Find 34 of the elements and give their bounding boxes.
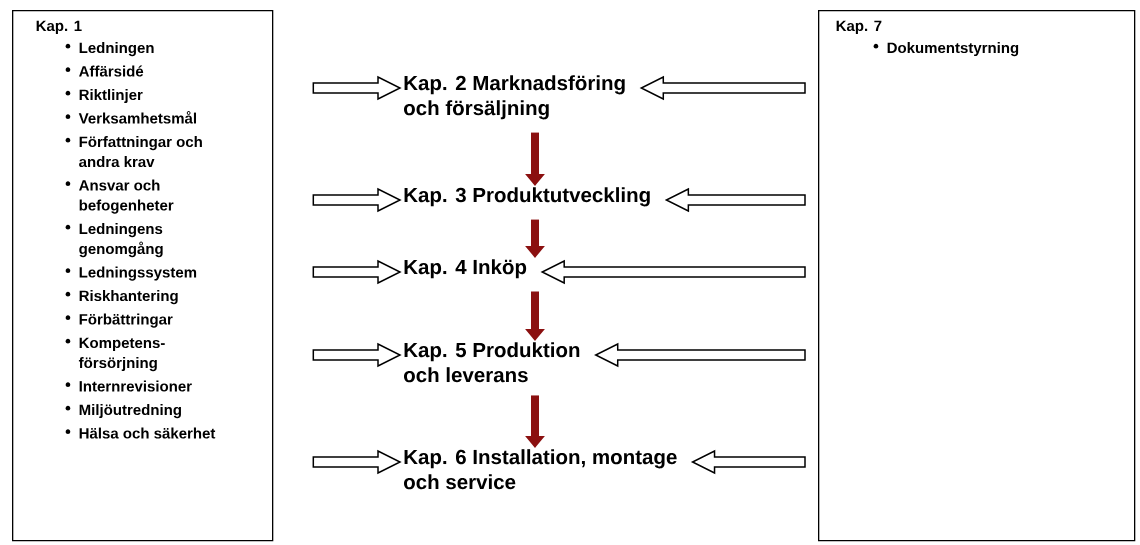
block-arrow xyxy=(540,259,806,285)
bullet-item: Författningar och andra krav xyxy=(65,136,202,168)
block-arrow xyxy=(664,187,806,213)
bullet-item: Riskhantering xyxy=(65,290,178,305)
chapter-box xyxy=(818,10,1136,542)
block-arrow xyxy=(312,342,402,368)
bullet-item: Ledningens genomgång xyxy=(65,223,163,258)
block-arrow xyxy=(690,449,806,475)
bullet-item: Förbättringar xyxy=(65,313,173,328)
chapter-box xyxy=(12,10,274,542)
bullet-item: Hälsa och säkerhet xyxy=(65,427,216,439)
block-arrow xyxy=(594,342,806,368)
chapter-title: Kap. 6 Installation, montage och service xyxy=(404,449,677,490)
bullet-item: Ledningen xyxy=(65,42,154,57)
bullet-item: Affärsidé xyxy=(65,65,144,77)
bullet-item: Ledningssystem xyxy=(65,266,197,281)
chapter-title: Kap. 2 Marknadsföring och försäljning xyxy=(404,75,625,120)
chapter-title: Kap. 5 Produktion och leverans xyxy=(404,342,580,383)
block-arrow xyxy=(639,75,806,101)
bullet-item: Verksamhetsmål xyxy=(65,111,196,124)
chapter-title: Kap. 3 Produktutveckling xyxy=(404,187,650,207)
box-heading: Kap. 1 xyxy=(36,20,82,35)
block-arrow xyxy=(312,187,402,213)
bullet-item: Kompetens- försörjning xyxy=(65,337,165,372)
block-arrow xyxy=(312,449,402,475)
bullet-item: Riktlinjer xyxy=(65,89,143,104)
bullet-item: Miljöutredning xyxy=(65,404,181,419)
chapter-title: Kap. 4 Inköp xyxy=(404,259,527,279)
box-heading: Kap. 7 xyxy=(836,20,882,35)
bullet-item: Internrevisioner xyxy=(65,380,192,392)
bullet-item: Ansvar och befogenheter xyxy=(65,179,174,214)
block-arrow xyxy=(312,259,402,285)
bullet-item: Dokumentstyrning xyxy=(873,42,1019,57)
block-arrow xyxy=(312,75,402,101)
